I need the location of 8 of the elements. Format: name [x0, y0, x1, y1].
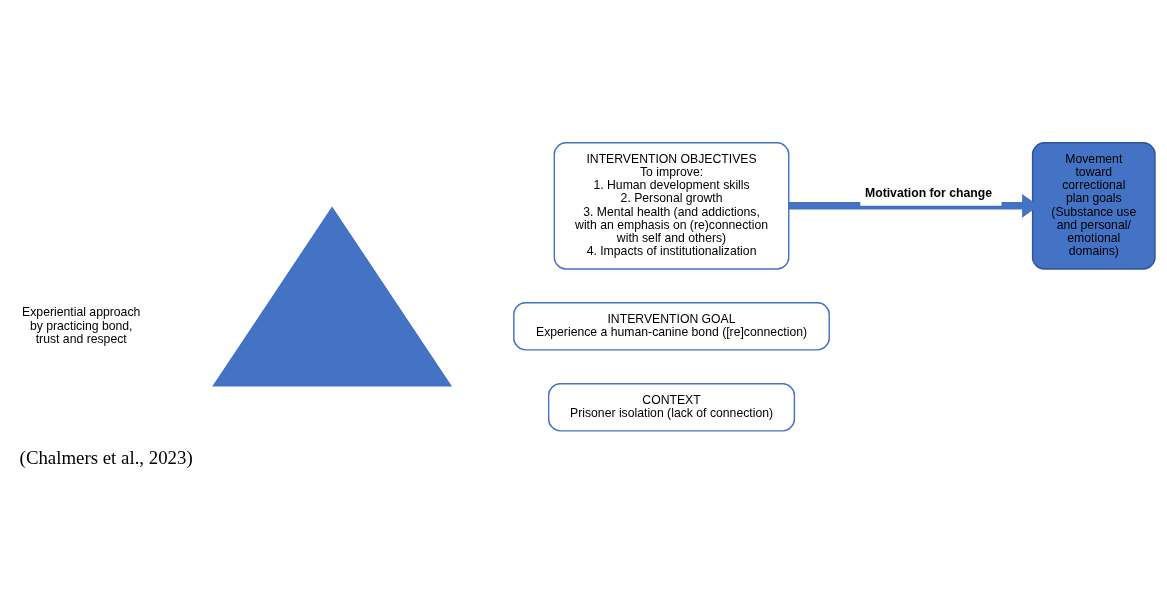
caption: (Chalmers et al., 2023) — [19, 446, 193, 468]
node-box: INTERVENTION OBJECTIVES To improve: 1. Human development skills 2. Personal growth 3. Mental health (and addictions, with an emphasis on (re)connection with self and others) 4. Impacts of institutionalization — [553, 141, 790, 270]
node-triangle — [212, 205, 453, 386]
edge-label: Motivation for change — [865, 185, 992, 200]
node-box: CONTEXT Prisoner isolation (lack of connection) — [547, 382, 796, 432]
node-box: INTERVENTION GOAL Experience a human-canine bond ([re]connection) — [513, 301, 830, 351]
node-box: Movement toward correctional plan goals (Substance use and personal/ emotional domains) — [1031, 141, 1156, 270]
label: Experiential approach by practicing bond, trust and respect — [22, 304, 141, 346]
